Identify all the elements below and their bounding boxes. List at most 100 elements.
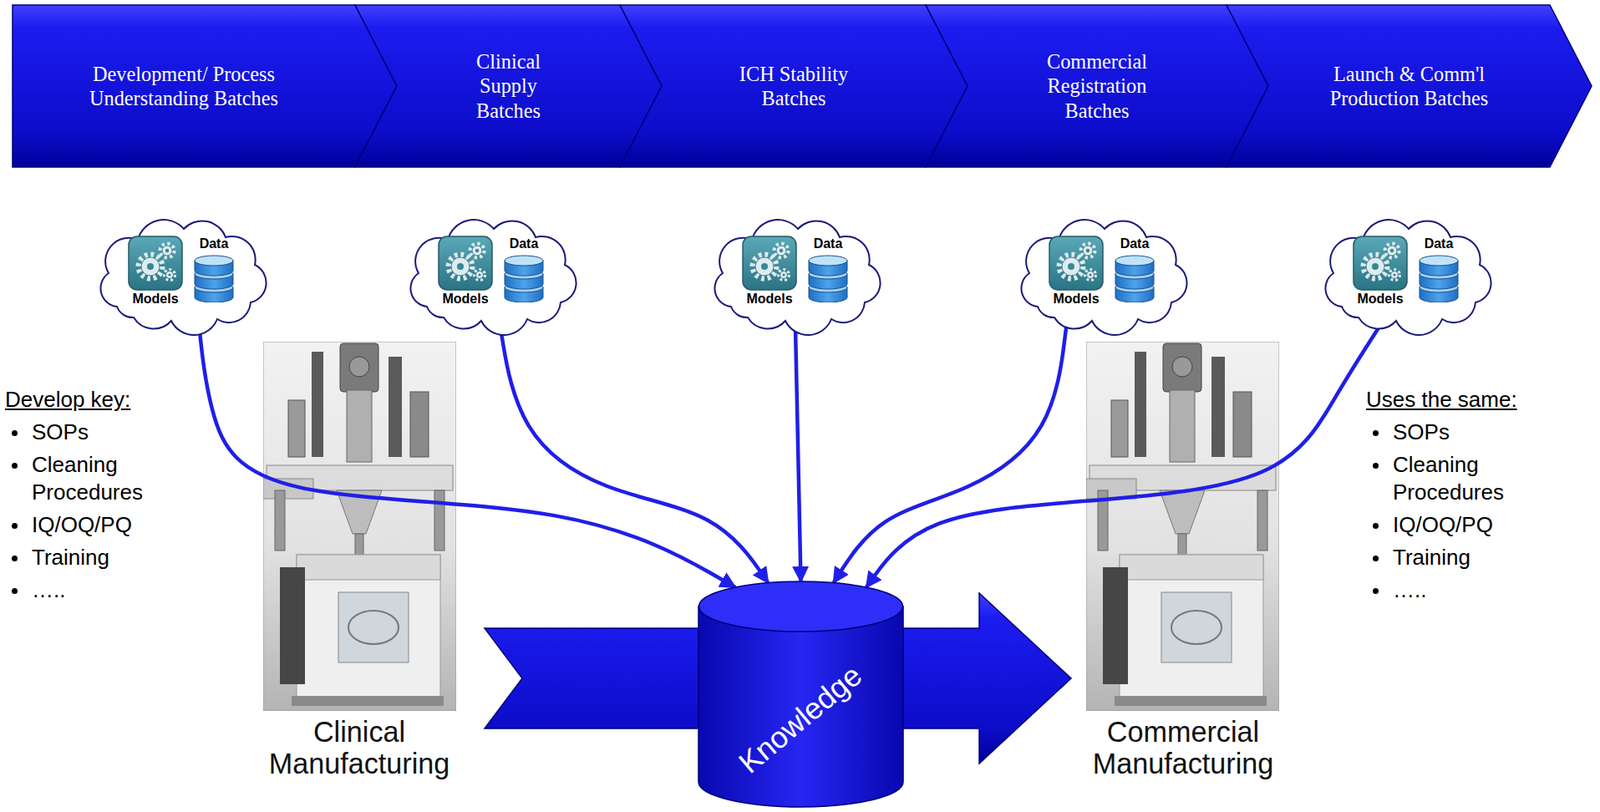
chevron-text-area: ICH Stability Batches — [670, 5, 918, 168]
chevron-outline — [925, 5, 1269, 168]
chevron-text-area: Launch & Comm'l Production Batches — [1276, 5, 1542, 168]
bullet-dot — [1372, 462, 1379, 469]
list-item: IQ/OQ/PQ — [1366, 511, 1548, 540]
bullet-dot — [11, 462, 18, 469]
picture-area — [1057, 341, 1309, 717]
cloud-column: Data — [193, 235, 235, 303]
bullet-dot — [11, 523, 18, 529]
bullet-dot — [1372, 430, 1379, 437]
models-data-cloud: Models Data — [1012, 218, 1192, 327]
chevron-outline — [1226, 5, 1592, 168]
stage-chevron: Development/ Process Understanding Batch… — [12, 5, 397, 168]
list-entry: ….. — [1392, 576, 1427, 605]
manufacturing-site: Clinical Manufacturing — [233, 341, 485, 793]
list-entry: IQ/OQ/PQ — [1392, 511, 1494, 540]
icon-caption: Models — [132, 290, 178, 307]
icon-caption: Data — [1120, 235, 1150, 252]
bullet-dot — [1372, 555, 1379, 562]
database-icon — [193, 253, 235, 303]
stage-title: Clinical Supply Batches — [446, 49, 572, 122]
chevron-shape — [1226, 5, 1592, 168]
chevron-outline — [619, 5, 968, 168]
cloud-outline — [1325, 219, 1491, 336]
flow-arrow — [500, 326, 769, 584]
chevron-outline — [12, 5, 397, 168]
store-label: Knowledge — [732, 658, 869, 782]
models-data-cloud: Models Data — [401, 218, 581, 327]
stage-title: ICH Stability Batches — [706, 61, 882, 111]
flow-arrow — [795, 326, 802, 582]
icon-caption: Models — [746, 290, 793, 307]
picture-area — [233, 341, 485, 717]
chevron-text-area: Clinical Supply Batches — [405, 5, 612, 168]
list-entry: SOPs — [1392, 418, 1450, 447]
cloud-outline — [714, 219, 880, 336]
list-item: ….. — [5, 576, 187, 605]
cloud-content: Models Data — [91, 218, 271, 327]
filling-machine-picture — [1086, 341, 1280, 712]
list-item: Training — [1366, 543, 1548, 573]
area-label: Commercial Manufacturing — [1057, 716, 1309, 780]
list-heading: Uses the same: — [1366, 386, 1518, 415]
bullet-dot — [1372, 588, 1379, 595]
icon-caption: Models — [1356, 290, 1403, 307]
cloud-outline — [1020, 219, 1187, 336]
stage-title: Development/ Process Understanding Batch… — [58, 61, 310, 111]
list-item: SOPs — [5, 418, 187, 447]
chevron-text-area: Development/ Process Understanding Batch… — [20, 5, 347, 168]
cylinder-top — [699, 581, 904, 632]
cylinder-text-area: Knowledge — [698, 631, 904, 808]
list-entry: Cleaning Procedures — [31, 451, 187, 508]
cloud-outline — [410, 219, 576, 336]
flow-arrow — [866, 326, 1380, 588]
list-item: IQ/OQ/PQ — [5, 511, 187, 540]
cloud-content: Models Data — [1012, 218, 1192, 327]
filling-machine-picture — [263, 341, 457, 712]
stage-chevron: Commercial Registration Batches — [925, 5, 1269, 168]
flow-arrow — [833, 326, 1067, 584]
list-item: Training — [5, 543, 187, 573]
cloud-content: Models Data — [706, 218, 885, 327]
gear-icon — [437, 235, 493, 291]
icon-caption: Data — [509, 235, 539, 252]
gear-icon — [1048, 235, 1104, 291]
bullet-dot — [11, 430, 18, 437]
list-entry: Training — [31, 543, 110, 573]
cloud-column: Data — [502, 235, 545, 303]
stage-chevron: Launch & Comm'l Production Batches — [1226, 5, 1592, 168]
stage-chevron: Clinical Supply Batches — [355, 5, 662, 168]
database-icon — [1417, 253, 1460, 303]
list-heading: Develop key: — [5, 386, 131, 415]
models-data-cloud: Models Data — [706, 218, 885, 327]
text-list: Develop key: SOPsCleaning ProceduresIQ/OQ… — [5, 386, 187, 605]
database-icon — [502, 253, 545, 303]
gear-icon — [1352, 235, 1408, 291]
chevron-outline — [355, 5, 662, 168]
list-item: Cleaning Procedures — [1366, 451, 1548, 508]
chevron-shape — [12, 5, 397, 168]
icon-caption: Data — [1424, 235, 1454, 252]
list-item: ….. — [1366, 576, 1548, 605]
bullet-dot — [11, 588, 18, 595]
chevron-text-area: Commercial Registration Batches — [975, 5, 1219, 168]
cylinder-body — [698, 606, 904, 808]
cloud-content: Models Data — [1316, 218, 1496, 327]
text-list: Uses the same: SOPsCleaning ProceduresIQ/… — [1366, 386, 1548, 605]
manufacturing-site: Commercial Manufacturing — [1057, 341, 1309, 793]
cloud-column: Data — [1113, 235, 1156, 303]
list-entry: Cleaning Procedures — [1392, 451, 1548, 508]
list-item: Develop key: — [5, 386, 187, 415]
cloud-column: Models — [1048, 235, 1104, 307]
list-item: Uses the same: — [1366, 386, 1548, 415]
cylinder-shape — [698, 581, 904, 808]
area-label: Clinical Manufacturing — [233, 716, 485, 780]
cloud-column: Data — [807, 235, 849, 303]
models-data-cloud: Models Data — [1316, 218, 1496, 327]
icon-caption: Models — [441, 290, 488, 307]
icon-caption: Data — [813, 235, 844, 252]
list-entry: ….. — [31, 576, 66, 605]
cloud-column: Models — [1352, 235, 1408, 307]
list-entry: Training — [1392, 543, 1471, 573]
flow-arrow — [198, 326, 736, 588]
cloud-outline — [100, 219, 266, 336]
